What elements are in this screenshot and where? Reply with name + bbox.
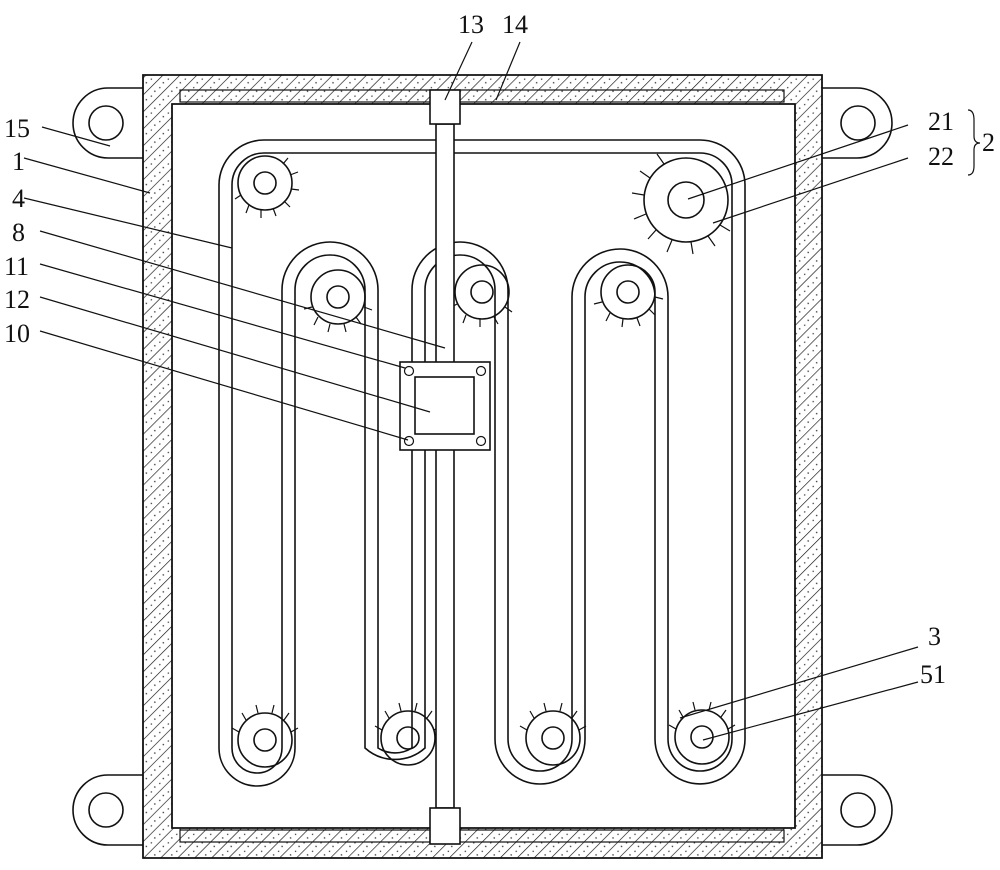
sprockets	[231, 153, 736, 768]
slider-block	[399, 361, 491, 451]
label-8: 8	[12, 218, 25, 247]
label-2: 2	[982, 128, 995, 157]
drive-wheel	[631, 153, 731, 255]
label-12: 12	[4, 285, 30, 314]
label-13: 13	[458, 10, 484, 39]
guide-rod	[429, 89, 461, 845]
sprocket-mid-1	[303, 269, 373, 333]
sprocket-top-left	[234, 155, 300, 218]
label-4: 4	[12, 184, 25, 213]
rod-bottom-block	[429, 807, 461, 845]
sprocket-mid-3	[593, 264, 664, 328]
label-51: 51	[920, 660, 946, 689]
sprocket-bottom-2	[374, 702, 442, 766]
label-14: 14	[502, 10, 528, 39]
label-1: 1	[12, 147, 25, 176]
sprocket-bottom-1	[231, 704, 299, 768]
label-22: 22	[928, 142, 954, 171]
sprocket-bottom-3	[519, 702, 587, 766]
housing	[142, 74, 823, 859]
label-11: 11	[4, 252, 29, 281]
labels: 13 14 15 1 4 8 11 12 10 21 22 2 3 51	[4, 10, 995, 689]
leader-lines	[23, 41, 981, 741]
rod-top-block	[429, 89, 461, 125]
sprocket-mid-2	[449, 264, 513, 327]
sprocket-bottom-4	[668, 701, 736, 765]
label-10: 10	[4, 319, 30, 348]
mounting-ears	[72, 87, 893, 846]
serpentine-belt	[218, 139, 746, 787]
label-21: 21	[928, 107, 954, 136]
label-3: 3	[928, 622, 941, 651]
label-15: 15	[4, 114, 30, 143]
